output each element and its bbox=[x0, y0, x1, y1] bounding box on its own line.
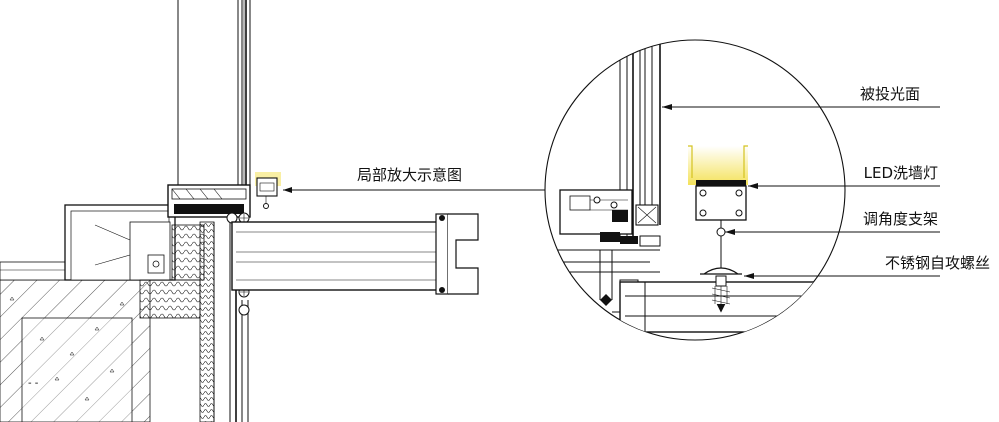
illuminated-surface-label: 被投光面 bbox=[860, 85, 920, 103]
left-section-drawing: - - bbox=[0, 0, 479, 422]
stainless-screw-label: 不锈钢自攻螺丝 bbox=[885, 254, 990, 272]
magnified-detail-circle bbox=[544, 39, 846, 341]
angle-bracket-label: 调角度支架 bbox=[863, 210, 938, 228]
led-wall-washer-label: LED洗墙灯 bbox=[864, 164, 938, 182]
svg-text:- -: - - bbox=[28, 378, 39, 389]
callout-leader bbox=[283, 187, 560, 193]
detail-callout-label: 局部放大示意图 bbox=[357, 166, 462, 184]
label-leaders bbox=[662, 104, 940, 279]
